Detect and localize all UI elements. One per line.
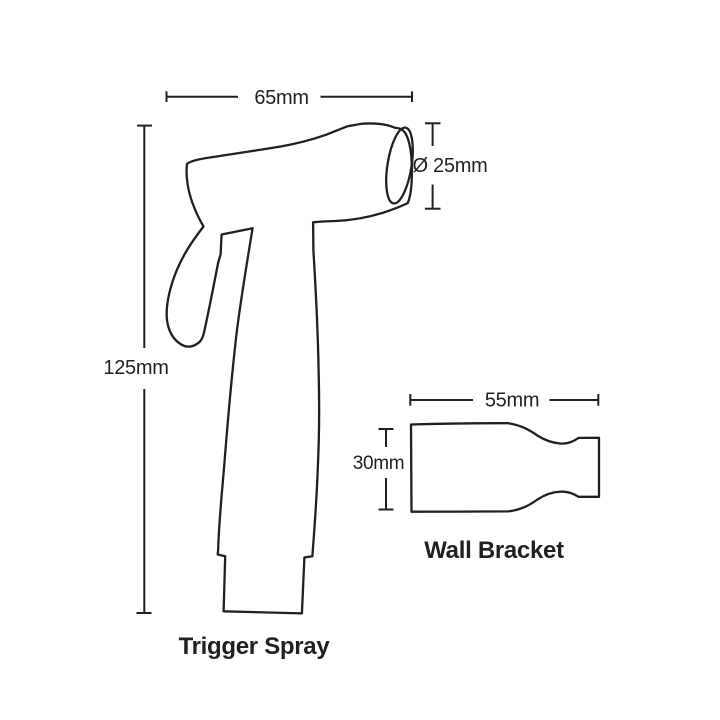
wall-bracket-outline xyxy=(409,422,601,513)
dimension-spray-height: 125mm xyxy=(103,124,169,614)
wall-bracket-label: Wall Bracket xyxy=(424,537,564,564)
trigger-spray-label: Trigger Spray xyxy=(179,633,331,660)
dimension-spray-width: 65mm xyxy=(165,87,413,109)
dim-label-bracket-height: 30mm xyxy=(353,453,405,474)
wall-bracket-drawing xyxy=(409,422,601,513)
dim-label-spray-height: 125mm xyxy=(103,357,168,379)
dim-label-nozzle-diameter: Ø 25mm xyxy=(413,155,488,177)
dimension-nozzle-diameter: Ø 25mm xyxy=(413,122,488,210)
dim-label-bracket-width: 55mm xyxy=(485,390,539,412)
trigger-spray-drawing xyxy=(165,122,414,615)
nozzle-face-ellipse xyxy=(385,126,414,205)
trigger-spray-outline xyxy=(165,122,414,615)
dim-label-spray-width: 65mm xyxy=(254,87,308,109)
dimension-bracket-height: 30mm xyxy=(353,428,405,511)
dimension-bracket-width: 55mm xyxy=(409,390,600,412)
